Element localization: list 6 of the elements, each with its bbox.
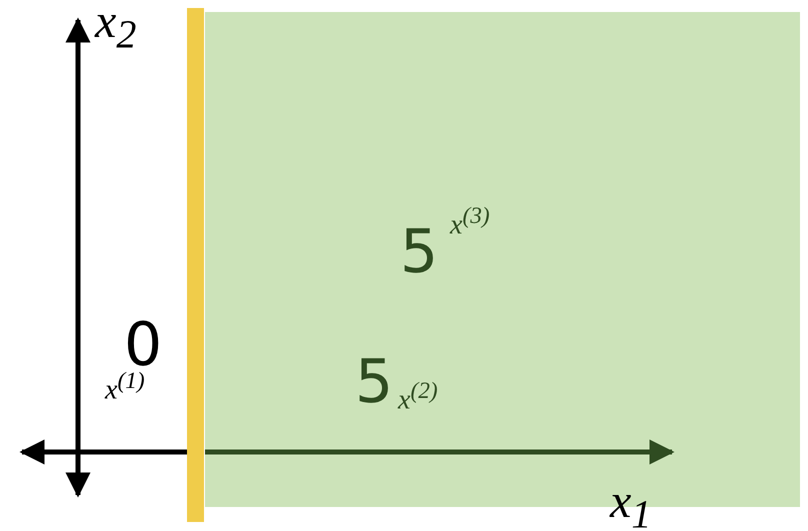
axis-label: x$_{2}$: [95, 0, 136, 55]
axis-label: x$_{1}$: [610, 478, 652, 531]
point-label: x$^{(2)}$: [398, 380, 438, 414]
point-label: x$^{(3)}$: [450, 205, 490, 240]
value-label: 5: [355, 352, 394, 412]
value-label: 5: [400, 222, 438, 282]
